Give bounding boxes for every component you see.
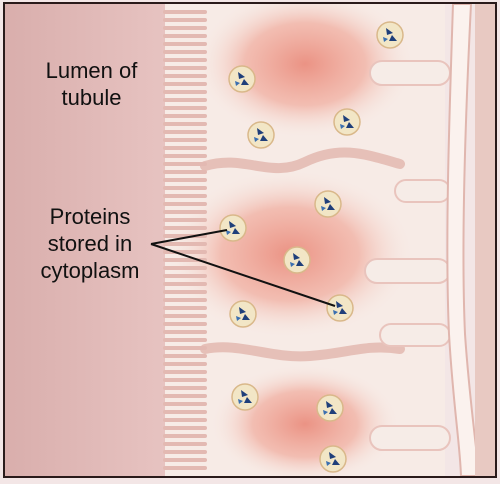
protein-granule-icon (232, 384, 258, 410)
protein-granule-icon (230, 301, 256, 327)
proteins-label-line-1: Proteins (10, 203, 170, 230)
protein-granule-icon (248, 122, 274, 148)
protein-granule-icon (334, 109, 360, 135)
interstitium (475, 4, 495, 476)
lumen-label-line-2: tubule (19, 84, 164, 111)
proteins-label: Proteins stored in cytoplasm (10, 203, 170, 284)
protein-granule-icon (315, 191, 341, 217)
protein-granule-icon (327, 295, 353, 321)
diagram-frame: Lumen of tubule Proteins stored in cytop… (3, 2, 497, 478)
protein-granule-icon (377, 22, 403, 48)
proteins-label-line-2: stored in (10, 230, 170, 257)
lumen-label: Lumen of tubule (19, 57, 164, 111)
protein-granule-icon (220, 215, 246, 241)
proteins-label-line-3: cytoplasm (10, 257, 170, 284)
protein-granule-icon (320, 446, 346, 472)
lumen-label-line-1: Lumen of (19, 57, 164, 84)
protein-granule-icon (229, 66, 255, 92)
basement-membrane (447, 4, 479, 476)
protein-granule-icon (317, 395, 343, 421)
protein-granule-icon (284, 247, 310, 273)
